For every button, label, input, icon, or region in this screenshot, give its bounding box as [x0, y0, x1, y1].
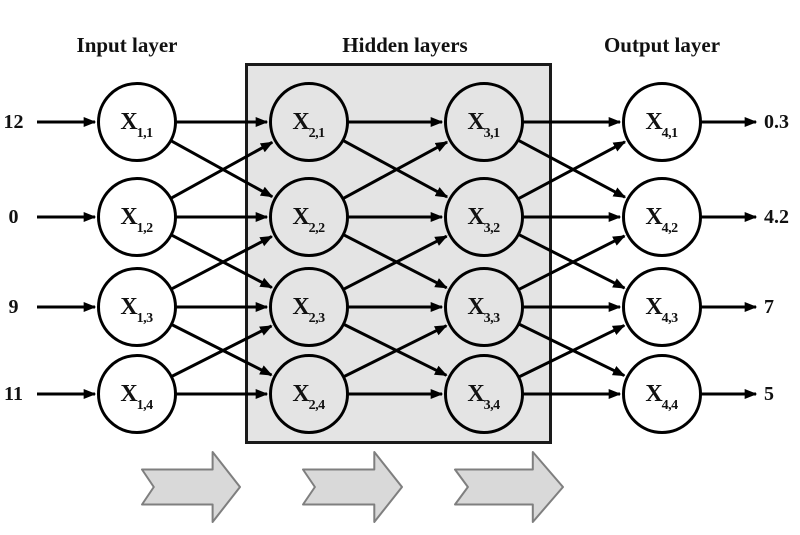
node-x2-4-label: X2,4	[292, 381, 325, 413]
edge-x3-4-to-x4-3	[518, 324, 626, 379]
node-x3-3: X3,3	[444, 267, 524, 347]
edge-x1-4-to-x2-3	[171, 324, 273, 378]
node-x3-1: X3,1	[444, 82, 524, 162]
edge-x2-3-to-x3-2	[342, 234, 448, 291]
edge-x1-2-to-x2-1	[170, 140, 274, 200]
node-x2-1-label: X2,1	[292, 109, 325, 141]
node-x1-3-label: X1,3	[120, 294, 153, 326]
node-x4-1-label: X4,1	[645, 109, 678, 141]
input-value-3: 9	[8, 296, 19, 318]
node-x2-4: X2,4	[269, 354, 349, 434]
node-x2-3-label: X2,3	[292, 294, 325, 326]
output-value-4: 5	[764, 383, 774, 405]
input-value-2: 0	[8, 206, 19, 228]
node-x4-2-label: X4,2	[645, 204, 678, 236]
node-x3-2-label: X3,2	[467, 204, 500, 236]
edge-x2-2-to-x3-1	[342, 140, 449, 200]
flow-arrow-1	[141, 451, 241, 523]
node-x2-3: X2,3	[269, 267, 349, 347]
output-value-1: 0.3	[764, 111, 789, 133]
node-x1-4-label: X1,4	[120, 381, 153, 413]
node-x2-1: X2,1	[269, 82, 349, 162]
output-layer-title: Output layer	[603, 33, 721, 57]
edge-x2-4-to-x3-3	[343, 324, 448, 378]
output-value-3: 7	[764, 296, 774, 318]
node-x3-2: X3,2	[444, 177, 524, 257]
node-x3-3-label: X3,3	[467, 294, 500, 326]
edge-x3-2-to-x4-1	[517, 140, 627, 200]
node-x1-3: X1,3	[97, 267, 177, 347]
node-x4-1: X4,1	[622, 82, 702, 162]
hidden-layers-title: Hidden layers	[342, 33, 468, 57]
node-x4-3-label: X4,3	[645, 294, 678, 326]
node-x2-2-label: X2,2	[292, 204, 325, 236]
edge-group	[37, 116, 758, 400]
node-x2-2: X2,2	[269, 177, 349, 257]
node-x1-1: X1,1	[97, 82, 177, 162]
node-x4-4-label: X4,4	[645, 381, 678, 413]
input-value-4: 11	[4, 383, 23, 405]
edge-x1-3-to-x2-2	[170, 235, 273, 291]
node-x3-1-label: X3,1	[467, 109, 500, 141]
edge-x3-3-to-x4-2	[518, 234, 626, 291]
output-value-2: 4.2	[764, 206, 789, 228]
node-x1-1-label: X1,1	[120, 109, 153, 141]
node-x4-4: X4,4	[622, 354, 702, 434]
input-layer-title: Input layer	[76, 33, 178, 57]
node-x1-2: X1,2	[97, 177, 177, 257]
node-x4-2: X4,2	[622, 177, 702, 257]
node-x3-4: X3,4	[444, 354, 524, 434]
node-x1-2-label: X1,2	[120, 204, 153, 236]
node-x1-4: X1,4	[97, 354, 177, 434]
flow-arrow-3	[454, 451, 564, 523]
node-x3-4-label: X3,4	[467, 381, 500, 413]
flow-arrows	[141, 451, 564, 523]
node-x4-3: X4,3	[622, 267, 702, 347]
flow-arrow-2	[302, 451, 403, 523]
input-value-1: 12	[3, 111, 24, 133]
